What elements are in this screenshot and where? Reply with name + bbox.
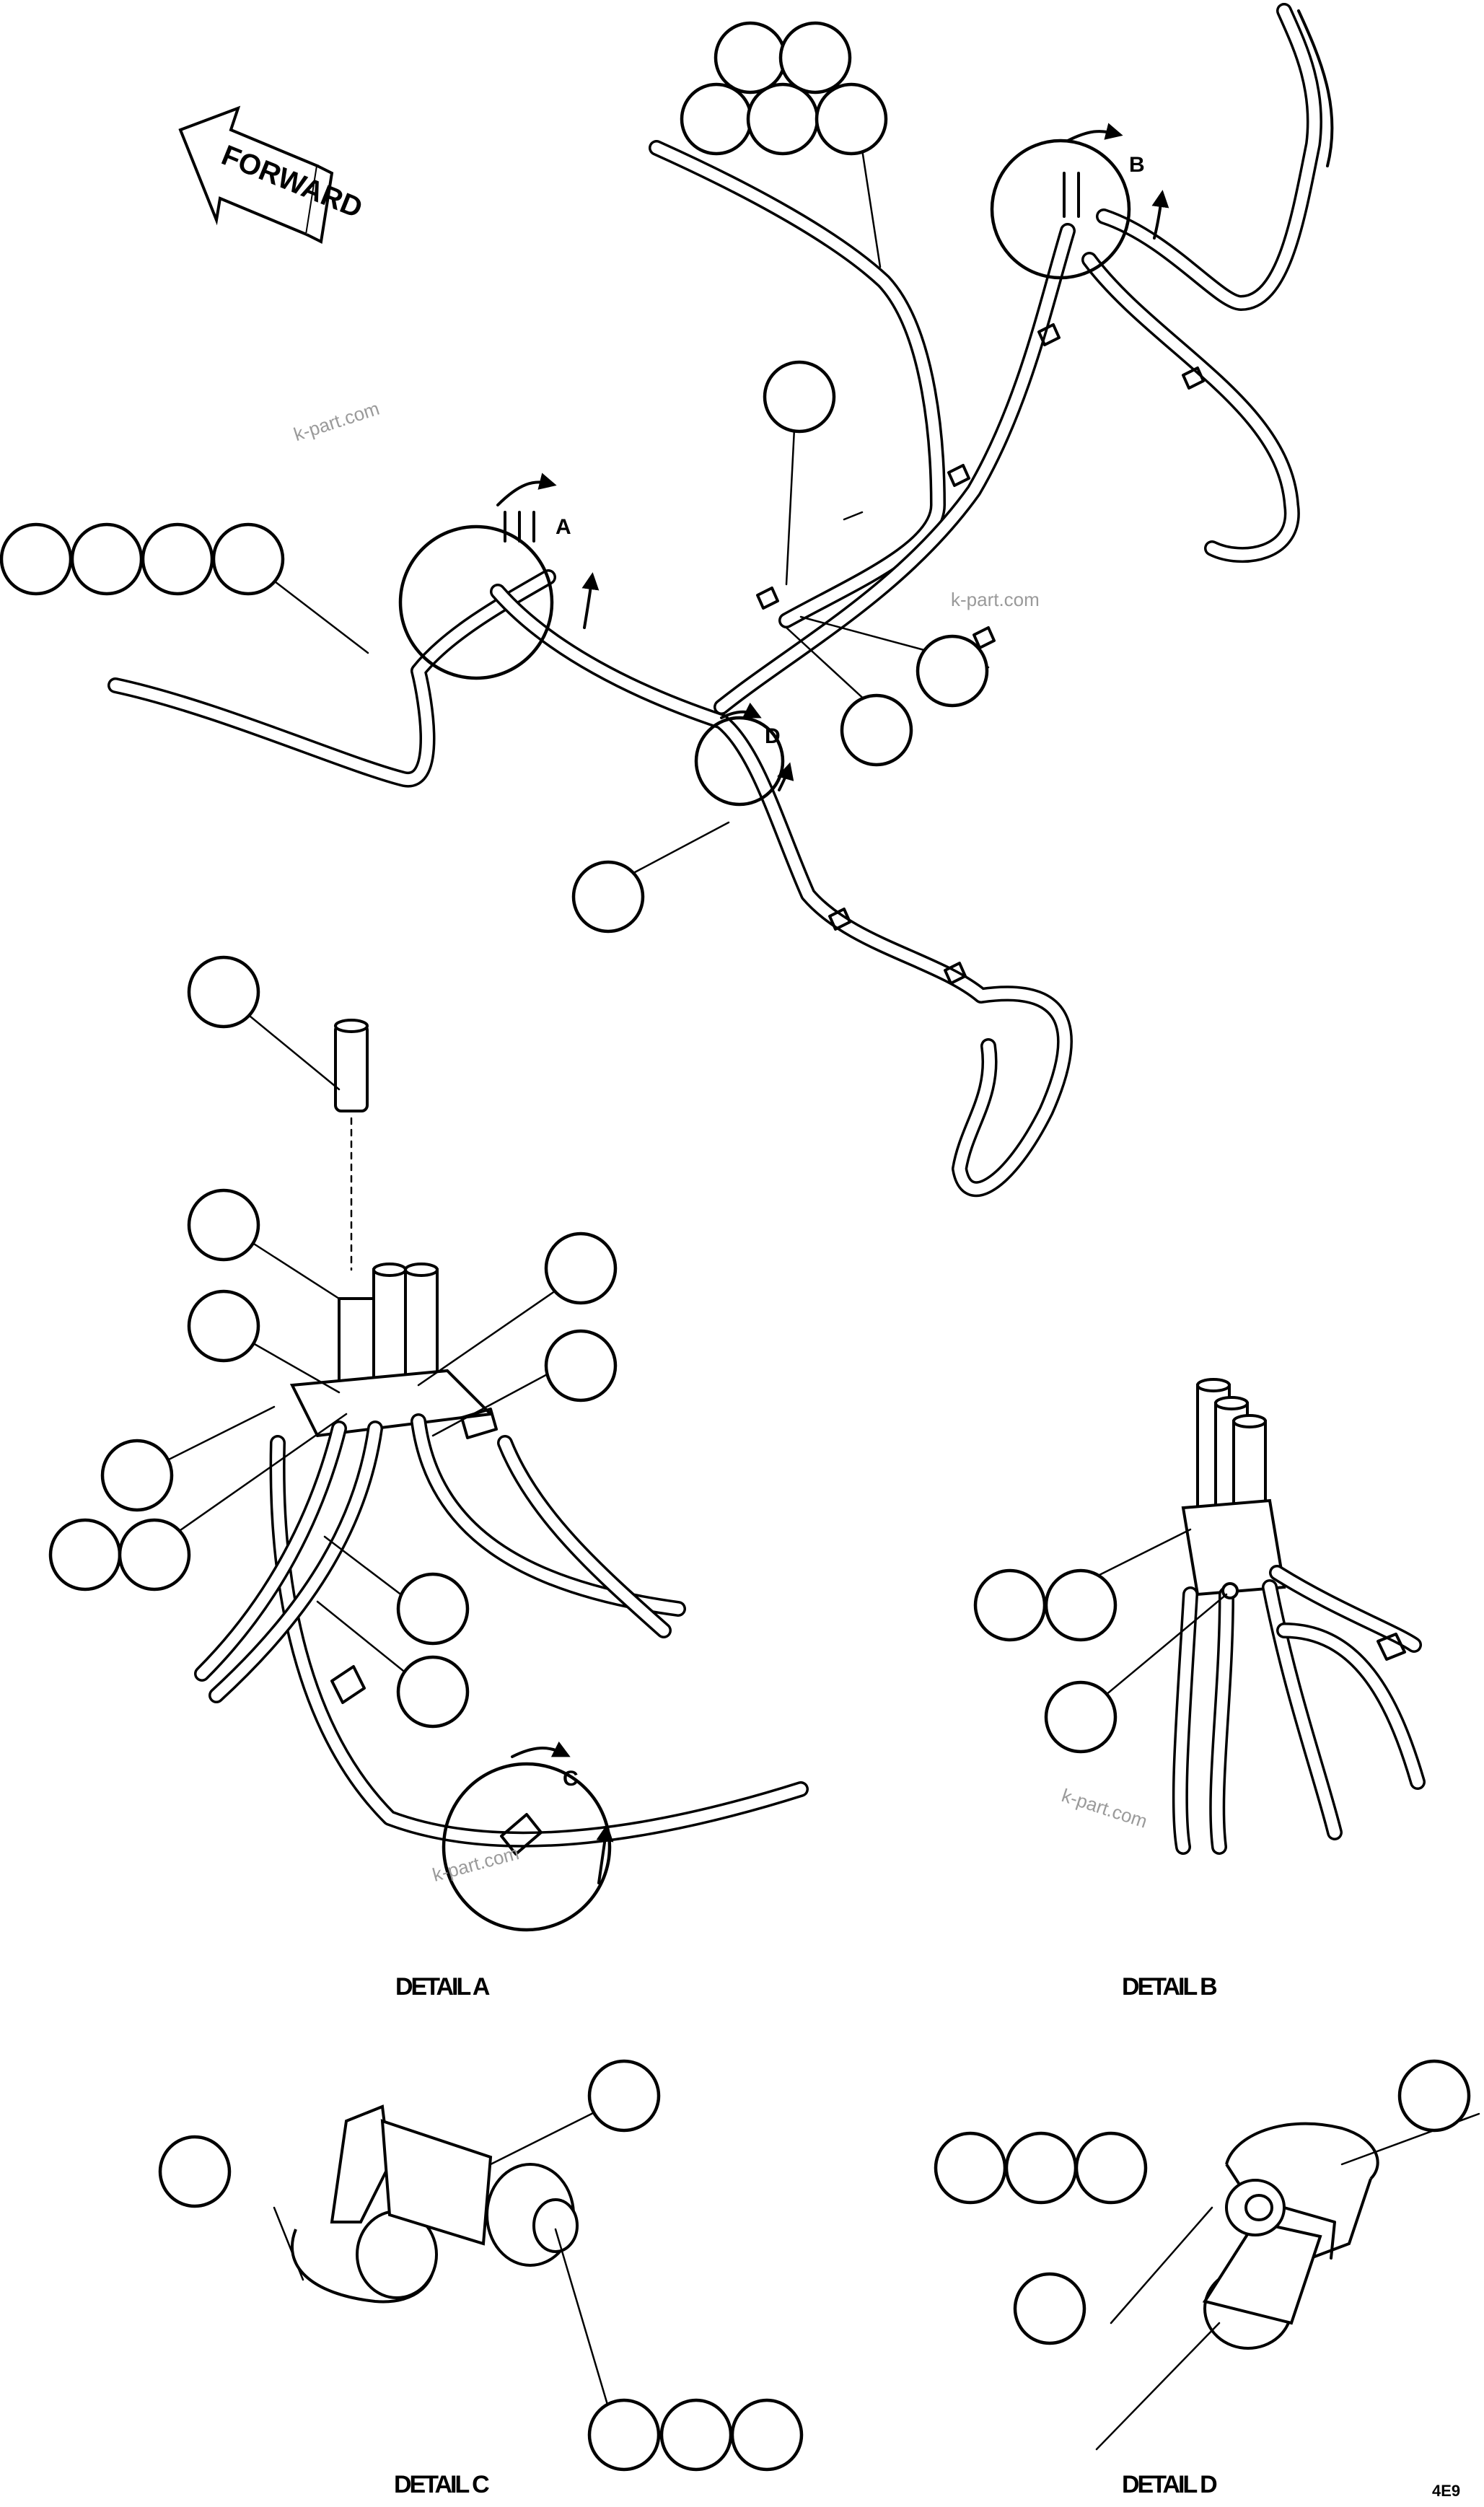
callout-bubble <box>746 82 820 156</box>
callout-bubble <box>1004 2131 1078 2205</box>
callout-bubble <box>587 2059 661 2133</box>
callout-bubble <box>396 1572 470 1646</box>
watermark-text: k-part.com <box>1059 1784 1150 1832</box>
callout-bubble <box>763 360 836 434</box>
callout-bubble <box>680 82 753 156</box>
callout-bubble <box>396 1655 470 1729</box>
callout-bubble <box>187 1289 260 1363</box>
callout-bubble <box>187 955 260 1029</box>
detail-marker-d: D <box>694 702 794 807</box>
detail-marker-a-label: A <box>556 515 571 539</box>
callout-bubble <box>141 522 214 596</box>
leader-lines <box>164 125 1480 2451</box>
detail-marker-b-label: B <box>1129 153 1145 177</box>
callout-bubble <box>778 21 852 95</box>
callout-bubble <box>714 21 787 95</box>
detail-c-drawing <box>291 2104 579 2304</box>
callout-bubble <box>571 860 645 934</box>
callout-bubble <box>1044 1568 1118 1642</box>
detail-c-title: DETAIL C <box>394 2471 489 2498</box>
callout-bubble <box>0 522 73 596</box>
callout-bubble <box>100 1439 174 1512</box>
watermark-text: k-part.com <box>291 398 382 445</box>
callout-bubble <box>1044 1680 1118 1754</box>
callout-bubble <box>70 522 144 596</box>
detail-b-drawing <box>1172 1378 1426 1855</box>
detail-b-title: DETAIL B <box>1122 1973 1217 2001</box>
callout-bubble <box>1074 2131 1148 2205</box>
callout-bubbles <box>0 21 1471 2472</box>
callout-bubble <box>544 1329 618 1402</box>
harness-overview <box>107 3 1334 1198</box>
detail-marker-c-label: C <box>563 1767 579 1791</box>
callout-bubble <box>187 1188 260 1262</box>
detail-marker-a: A <box>398 473 600 680</box>
callout-bubble <box>730 2398 804 2472</box>
detail-a-drawing: C <box>194 1019 809 1932</box>
callout-bubble <box>211 522 285 596</box>
callout-bubble <box>840 693 913 767</box>
callout-bubble <box>1013 2272 1086 2345</box>
callout-bubble <box>587 2398 661 2472</box>
callout-bubble <box>973 1568 1047 1642</box>
page-number: 4E9 <box>1432 2482 1460 2500</box>
callout-bubble <box>934 2131 1007 2205</box>
callout-bubble <box>916 634 989 708</box>
detail-d-title: DETAIL D <box>1122 2471 1217 2498</box>
detail-marker-d-label: D <box>765 724 781 748</box>
callout-bubble <box>158 2135 232 2208</box>
detail-d-drawing <box>1202 2122 1379 2350</box>
callout-bubble <box>815 82 888 156</box>
callout-bubble <box>118 1518 191 1591</box>
callout-bubble <box>544 1231 618 1305</box>
callout-bubble <box>659 2398 733 2472</box>
detail-a-title: DETAIL A <box>395 1973 490 2001</box>
forward-arrow-icon: FORWARD <box>178 105 366 245</box>
callout-bubble <box>48 1518 122 1591</box>
detail-marker-b: B <box>990 123 1169 280</box>
callout-bubble <box>1397 2059 1471 2133</box>
watermark-text: k-part.com <box>951 589 1040 610</box>
